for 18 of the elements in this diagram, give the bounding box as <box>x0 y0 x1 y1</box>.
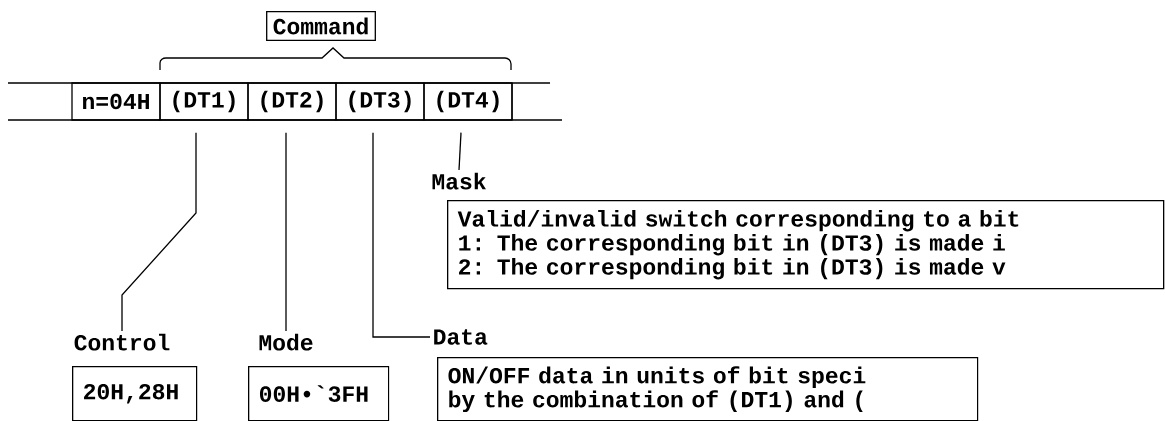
text-box: 00H•`3FH <box>248 366 390 421</box>
heading-label: Mode <box>259 333 313 351</box>
text-box: Valid/invalid switch corresponding to a bit 1: The corresponding bit in (DT3) is made i 2: The corresponding bit in (DT3) is made v <box>447 200 1165 290</box>
leader-line <box>458 132 462 171</box>
text-box: ON/OFF data in units of bit speci by the combination of (DT1) and ( <box>437 357 979 421</box>
title-box: Command <box>266 10 376 42</box>
heading-label: Control <box>74 333 170 351</box>
heading-label: Mask <box>432 172 486 190</box>
text-box: 20H,28H <box>72 366 198 421</box>
leader-line <box>121 132 197 332</box>
frame-cell: (DT3) <box>335 82 425 121</box>
frame-cell: (DT1) <box>159 82 249 121</box>
leader-line <box>285 132 287 332</box>
leader-line <box>372 132 431 338</box>
frame-cell: (DT4) <box>423 82 513 121</box>
frame-cell: n=04H <box>71 82 161 121</box>
heading-label: Data <box>434 329 488 345</box>
frame-cell: (DT2) <box>247 82 337 121</box>
